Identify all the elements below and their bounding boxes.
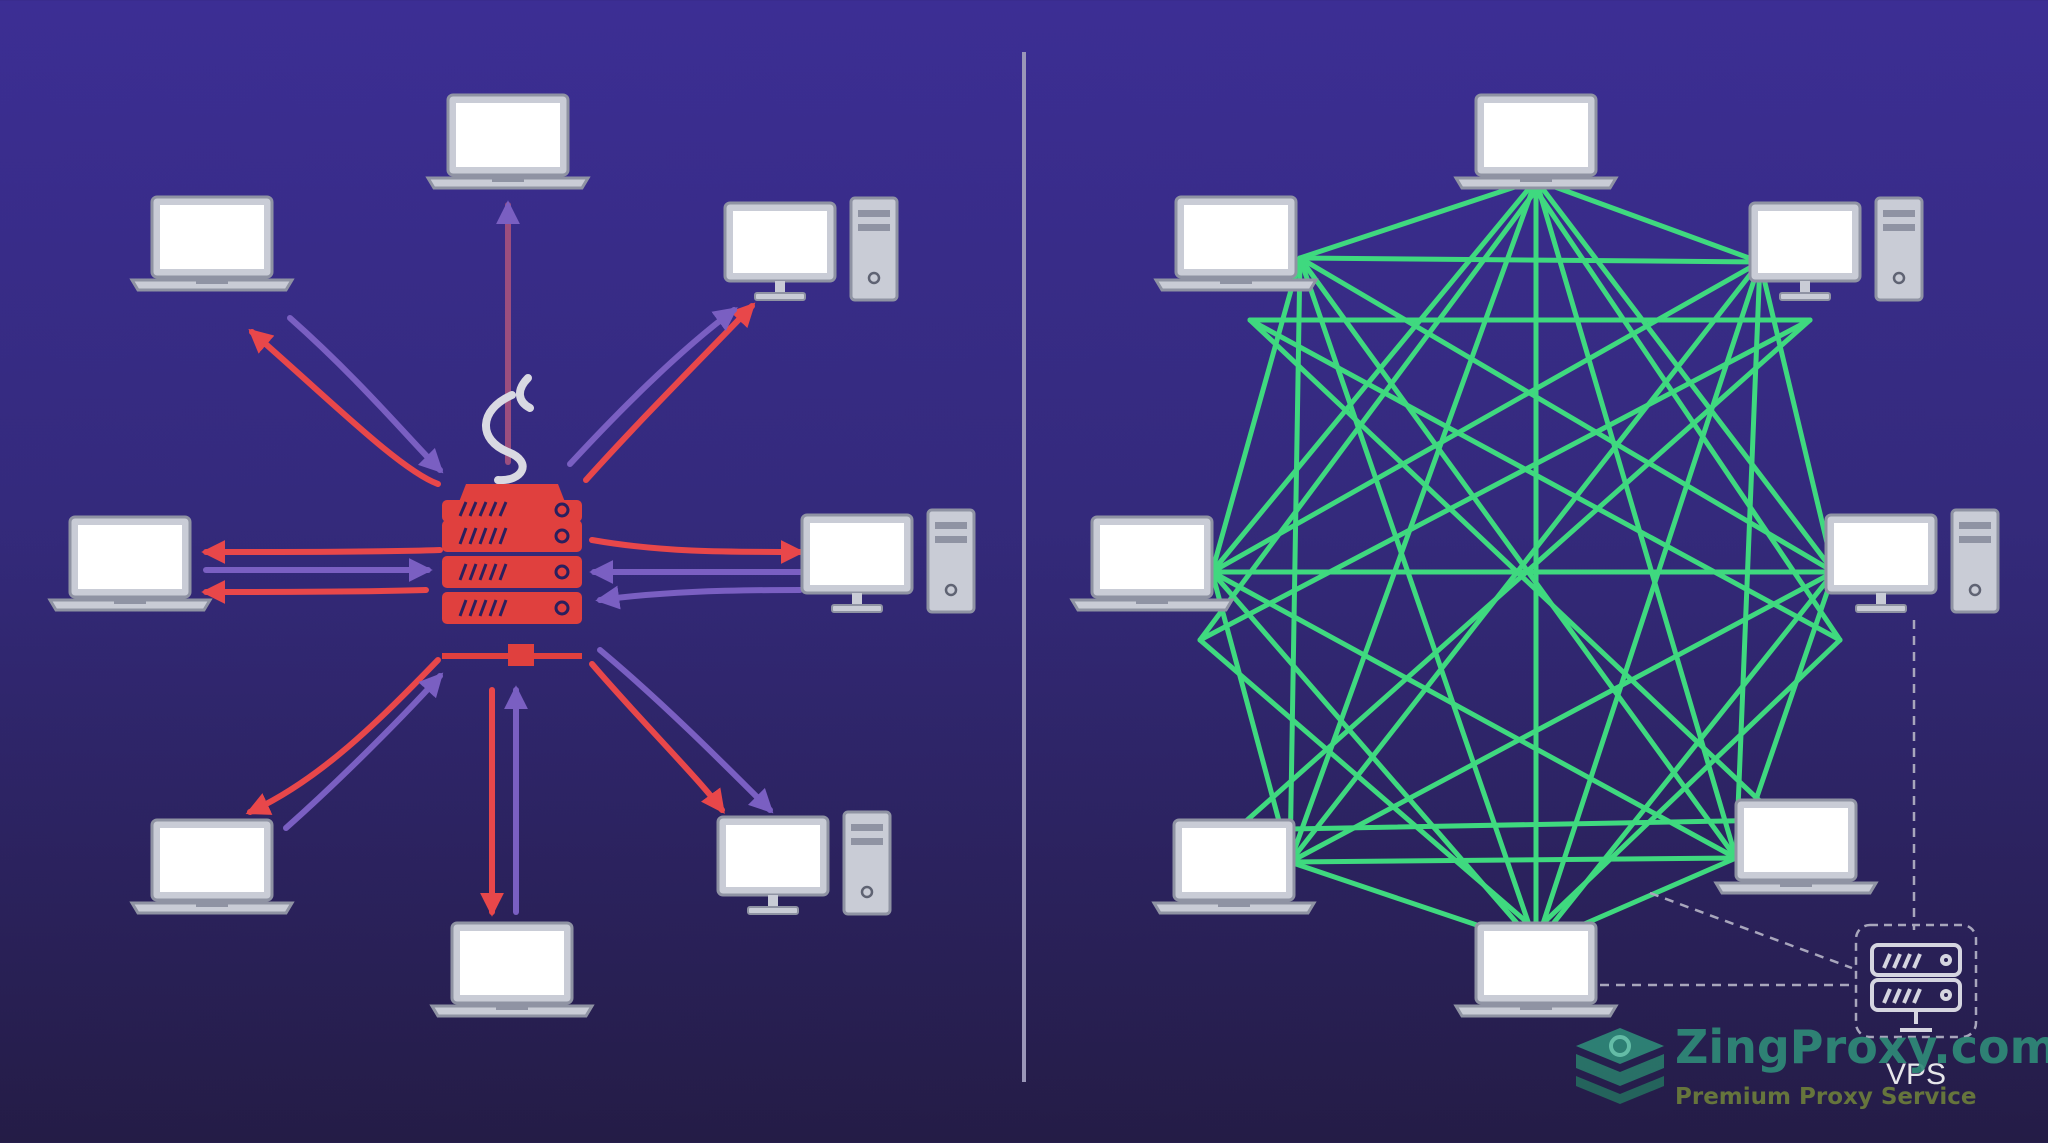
mesh-link bbox=[1209, 569, 1293, 865]
vps-dashed-links bbox=[1600, 620, 1916, 987]
peer-laptop bbox=[1453, 921, 1619, 1018]
peer-laptop bbox=[1713, 798, 1879, 895]
laptop-bottom-left bbox=[129, 818, 295, 915]
laptop-bottom bbox=[429, 921, 595, 1018]
mesh-link bbox=[1533, 187, 1843, 643]
brand-title: ZingProxy.com bbox=[1675, 1020, 2048, 1074]
data-flow-arrow bbox=[589, 661, 725, 814]
mesh-link bbox=[1197, 317, 1813, 643]
data-flow-arrow bbox=[287, 315, 444, 474]
mesh-link bbox=[1197, 637, 1539, 933]
laptop-top bbox=[425, 93, 591, 190]
client-server-arrows bbox=[201, 200, 805, 917]
data-flow-arrow bbox=[248, 328, 441, 487]
peer-desktop bbox=[1748, 196, 1924, 302]
data-flow-arrow bbox=[245, 657, 441, 815]
desktop-right bbox=[800, 508, 976, 614]
mesh-link bbox=[1287, 259, 1763, 865]
mesh-link bbox=[1233, 817, 1783, 833]
steam-icon bbox=[482, 374, 534, 485]
mesh-link bbox=[1209, 255, 1303, 575]
vps-server: VPS bbox=[1854, 923, 1978, 1091]
mesh-link bbox=[1533, 177, 1739, 861]
mesh-link bbox=[1533, 259, 1763, 948]
brand-subtitle: Premium Proxy Service bbox=[1675, 1084, 1977, 1110]
mesh-link bbox=[1733, 259, 1763, 861]
brand-logo-icon bbox=[1576, 1028, 1664, 1104]
vps-server-icon bbox=[1870, 943, 1962, 1032]
peer-mesh-links bbox=[1197, 177, 1843, 948]
mesh-link bbox=[1209, 259, 1763, 575]
data-flow-arrow bbox=[201, 579, 429, 604]
peer-laptop bbox=[1153, 195, 1319, 292]
mesh-link bbox=[1287, 255, 1303, 865]
data-flow-arrow bbox=[589, 537, 805, 564]
mesh-link bbox=[1533, 177, 1837, 575]
server-unit bbox=[442, 520, 582, 552]
desktop-top-right bbox=[723, 196, 899, 302]
watermark: ZingProxy.com Premium Proxy Service bbox=[1572, 1018, 2048, 1128]
data-flow-arrow bbox=[595, 585, 803, 610]
server-unit bbox=[442, 592, 582, 624]
mesh-link bbox=[1297, 255, 1739, 861]
mesh-link bbox=[1209, 569, 1739, 861]
mesh-link bbox=[1533, 637, 1843, 933]
data-flow-arrow bbox=[283, 672, 444, 831]
laptop-top-left bbox=[129, 195, 295, 292]
mesh-link bbox=[1757, 259, 1837, 575]
peer-laptop bbox=[1453, 93, 1619, 190]
server-unit bbox=[442, 556, 582, 588]
data-flow-arrow bbox=[597, 647, 774, 814]
mesh-link bbox=[1533, 177, 1763, 265]
mesh-link bbox=[1297, 255, 1539, 948]
mesh-link bbox=[1247, 317, 1783, 823]
data-flow-arrow bbox=[201, 539, 443, 564]
peer-desktop bbox=[1824, 508, 2000, 614]
mesh-link bbox=[1247, 317, 1843, 643]
mesh-link bbox=[1297, 255, 1763, 265]
mesh-link bbox=[1197, 187, 1539, 643]
devices bbox=[47, 93, 2000, 1018]
peer-laptop bbox=[1151, 818, 1317, 915]
mesh-link bbox=[1209, 177, 1539, 575]
data-flow-arrow bbox=[583, 302, 756, 483]
desktop-bottom-right bbox=[716, 810, 892, 916]
mesh-link bbox=[1287, 569, 1837, 865]
data-flow-arrow bbox=[567, 307, 738, 467]
vps-label: VPS bbox=[1886, 1058, 1946, 1091]
peer-laptop bbox=[1069, 515, 1235, 612]
mesh-link bbox=[1297, 177, 1539, 261]
central-server bbox=[442, 374, 582, 666]
mesh-link bbox=[1233, 317, 1813, 833]
mesh-link bbox=[1297, 255, 1837, 575]
laptop-left bbox=[47, 515, 213, 612]
mesh-link bbox=[1287, 855, 1739, 865]
mesh-link bbox=[1287, 177, 1539, 865]
